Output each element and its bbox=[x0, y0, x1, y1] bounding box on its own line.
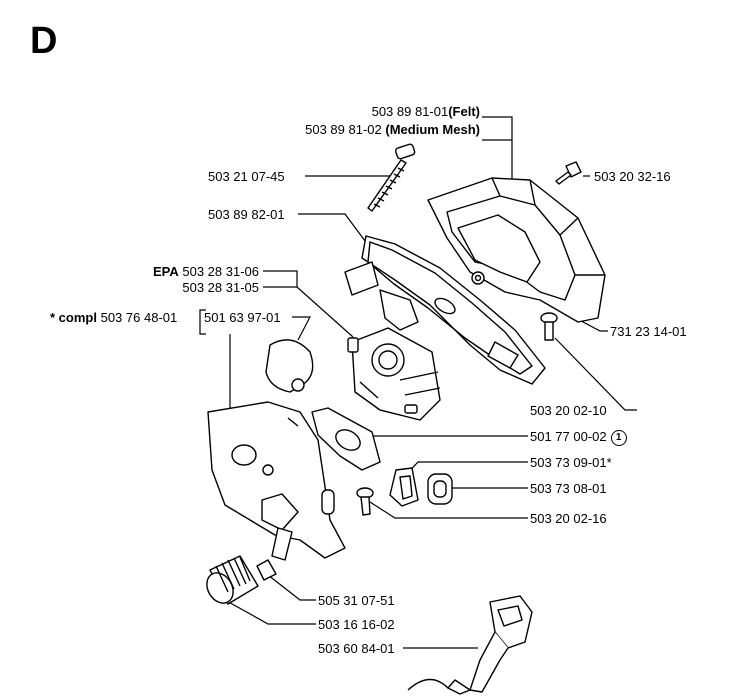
air-filter-cover bbox=[427, 177, 606, 323]
part-label-screw-mid: 503 20 02-10 bbox=[530, 403, 607, 418]
leader-knob bbox=[224, 599, 316, 625]
part-label-screw-top-left: 503 21 07-45 bbox=[208, 169, 285, 184]
carb-gasket bbox=[311, 407, 381, 471]
leader-screw-mid bbox=[554, 337, 637, 411]
part-note: (Felt) bbox=[448, 104, 480, 119]
part-label-air-filter-holder: 503 89 82-01 bbox=[208, 207, 285, 222]
part-label-carb-epa: EPA 503 28 31-06 bbox=[153, 264, 259, 279]
part-label-linkage: 503 60 84-01 bbox=[318, 641, 395, 656]
leader-felt bbox=[482, 116, 513, 182]
reference-circle: 1 bbox=[610, 429, 627, 446]
part-number: 501 77 00-02 bbox=[530, 429, 607, 444]
primer-bulb bbox=[265, 339, 314, 393]
throttle-linkage bbox=[407, 595, 533, 695]
part-number: 503 76 48-01 bbox=[100, 310, 178, 325]
leader-grommet-a bbox=[402, 461, 528, 479]
part-label-grommet-b: 503 73 08-01 bbox=[530, 481, 607, 496]
part-label-primer-bulb: 501 63 97-01 bbox=[204, 310, 281, 325]
small-screw-mid bbox=[540, 312, 558, 341]
leader-primer bbox=[292, 316, 311, 341]
part-label-screw-top-right: 503 20 32-16 bbox=[594, 169, 671, 184]
part-label-grommet-a: 503 73 09-01* bbox=[530, 455, 612, 470]
part-label-compl: * compl 503 76 48-01 bbox=[50, 310, 177, 325]
part-label-nut: 731 23 14-01 bbox=[610, 324, 687, 339]
part-number: 503 89 81-01 bbox=[371, 104, 449, 119]
carburetor-cover bbox=[207, 401, 346, 561]
section-letter: D bbox=[30, 20, 58, 62]
part-label-spacer: 505 31 07-51 bbox=[318, 593, 395, 608]
leader-compl bbox=[199, 309, 206, 335]
compl-prefix: * compl bbox=[50, 310, 97, 325]
spacer bbox=[256, 559, 277, 581]
grommet-b bbox=[427, 473, 453, 505]
carburetor bbox=[347, 327, 441, 421]
part-label-carb-std: 503 28 31-05 bbox=[182, 280, 259, 295]
part-number: 503 28 31-06 bbox=[182, 264, 259, 279]
leader-spacer bbox=[267, 574, 316, 601]
part-label-mesh: 503 89 81-02 (Medium Mesh) bbox=[305, 122, 480, 137]
part-number: 503 89 81-02 bbox=[305, 122, 382, 137]
small-screw-top bbox=[555, 161, 582, 185]
part-note: (Medium Mesh) bbox=[385, 122, 480, 137]
air-filter-holder bbox=[344, 235, 546, 385]
leader-holder bbox=[298, 213, 369, 246]
part-label-knob: 503 16 16-02 bbox=[318, 617, 395, 632]
leader-carb bbox=[263, 286, 354, 338]
grommet-a bbox=[389, 467, 419, 507]
part-label-screw-low: 503 20 02-16 bbox=[530, 511, 607, 526]
epa-prefix: EPA bbox=[152, 264, 179, 279]
part-label-felt: 503 89 81-01(Felt) bbox=[372, 104, 480, 119]
choke-knob bbox=[206, 555, 259, 605]
leader-screw-low bbox=[369, 501, 528, 519]
long-screw bbox=[367, 143, 416, 212]
leader-epa bbox=[263, 270, 298, 287]
small-screw-low bbox=[356, 487, 374, 516]
